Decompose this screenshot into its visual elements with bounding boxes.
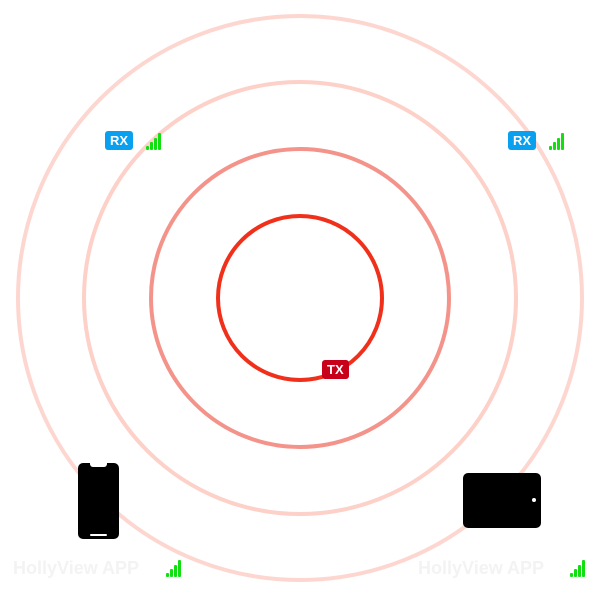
rx-badge-left: RX	[105, 131, 134, 150]
signal-icon	[146, 132, 162, 150]
tx-badge: TX	[322, 360, 349, 379]
rx-badge-right: RX	[508, 131, 537, 150]
device-label-tablet: HollyView APP	[418, 558, 545, 578]
ring-2	[149, 147, 451, 449]
ring-1	[216, 214, 384, 382]
signal-icon	[549, 132, 565, 150]
tablet-icon[interactable]	[463, 473, 541, 528]
signal-icon	[570, 559, 586, 577]
phone-icon[interactable]	[78, 463, 119, 539]
device-label-phone: HollyView APP	[13, 558, 140, 578]
ring-4	[16, 14, 584, 582]
signal-icon	[166, 559, 182, 577]
ring-3	[82, 80, 518, 516]
